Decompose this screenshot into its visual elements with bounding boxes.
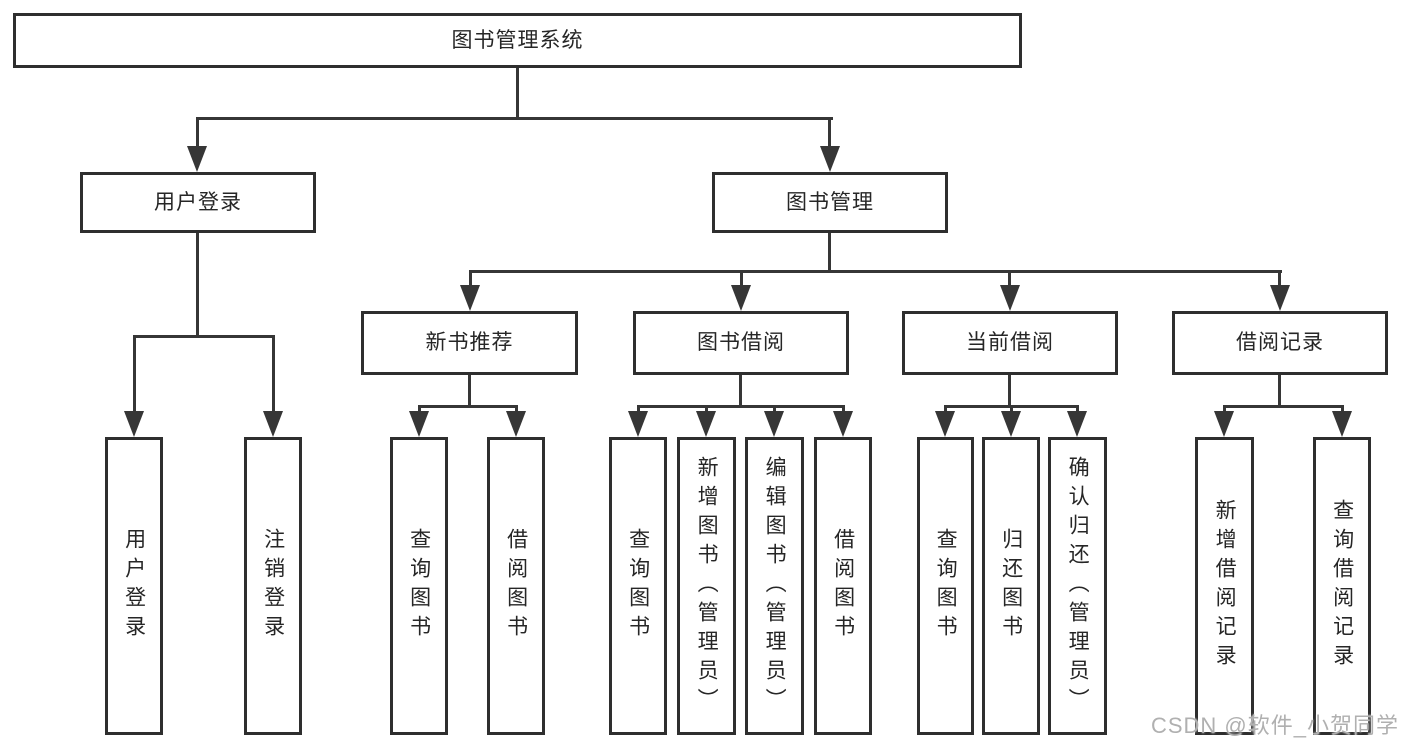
connector-line <box>469 270 1282 273</box>
leaf-current-query-books: 查询图书 <box>917 437 974 735</box>
leaf-label: 编辑图书（管理员） <box>763 455 787 717</box>
node-book-management: 图书管理 <box>712 172 948 233</box>
connector-line <box>1008 270 1011 286</box>
connector-line <box>1010 405 1013 413</box>
leaf-current-return-books: 归还图书 <box>982 437 1040 735</box>
leaf-records-add-record: 新增借阅记录 <box>1195 437 1254 735</box>
leaf-label: 确认归还（管理员） <box>1066 455 1090 717</box>
node-new-book-recommend: 新书推荐 <box>361 311 578 375</box>
arrowhead-down-icon <box>1000 285 1020 311</box>
arrowhead-down-icon <box>731 285 751 311</box>
connector-line <box>1223 405 1344 408</box>
leaf-label: 查询图书 <box>407 528 431 644</box>
leaf-label: 查询图书 <box>626 528 650 644</box>
leaf-label: 归还图书 <box>999 528 1023 644</box>
leaf-label: 新增借阅记录 <box>1213 499 1237 673</box>
connector-line <box>1008 375 1011 405</box>
connector-line <box>1076 405 1079 413</box>
connector-line <box>773 405 776 413</box>
node-root-library-system: 图书管理系统 <box>13 13 1022 68</box>
leaf-borrow-add-books-admin: 新增图书（管理员） <box>677 437 736 735</box>
arrowhead-down-icon <box>460 285 480 311</box>
connector-line <box>637 405 845 408</box>
leaf-label: 查询借阅记录 <box>1330 499 1354 673</box>
connector-line <box>842 405 845 413</box>
arrowhead-down-icon <box>820 146 840 172</box>
arrowhead-down-icon <box>409 411 429 437</box>
connector-line <box>705 405 708 413</box>
connector-line <box>739 375 742 405</box>
leaf-recommend-query-books: 查询图书 <box>390 437 448 735</box>
connector-line <box>196 117 833 120</box>
connector-line <box>418 405 518 408</box>
connector-line <box>469 270 472 286</box>
arrowhead-down-icon <box>1270 285 1290 311</box>
leaf-user-login: 用户登录 <box>105 437 163 735</box>
arrowhead-down-icon <box>1332 411 1352 437</box>
arrowhead-down-icon <box>506 411 526 437</box>
leaf-recommend-borrow-books: 借阅图书 <box>487 437 545 735</box>
arrowhead-down-icon <box>628 411 648 437</box>
node-book-borrowing: 图书借阅 <box>633 311 849 375</box>
leaf-logout: 注销登录 <box>244 437 302 735</box>
connector-line <box>272 335 275 412</box>
arrowhead-down-icon <box>1001 411 1021 437</box>
connector-line <box>1341 405 1344 413</box>
connector-line <box>133 335 275 338</box>
node-current-borrowing: 当前借阅 <box>902 311 1118 375</box>
connector-line <box>1278 375 1281 405</box>
arrowhead-down-icon <box>764 411 784 437</box>
arrowhead-down-icon <box>1214 411 1234 437</box>
connector-line <box>196 117 199 147</box>
arrowhead-down-icon <box>696 411 716 437</box>
connector-line <box>828 117 831 147</box>
arrowhead-down-icon <box>833 411 853 437</box>
connector-line <box>1278 270 1281 286</box>
arrowhead-down-icon <box>935 411 955 437</box>
connector-line <box>468 375 471 405</box>
arrowhead-down-icon <box>1067 411 1087 437</box>
arrowhead-down-icon <box>187 146 207 172</box>
csdn-watermark: CSDN @软件_小贺同学 <box>1150 713 1399 738</box>
connector-line <box>944 405 947 413</box>
arrowhead-down-icon <box>124 411 144 437</box>
connector-line <box>515 405 518 413</box>
connector-line <box>516 68 519 117</box>
connector-line <box>740 270 743 286</box>
connector-line <box>418 405 421 413</box>
leaf-label: 用户登录 <box>122 528 146 644</box>
leaf-borrow-query-books: 查询图书 <box>609 437 667 735</box>
leaf-label: 新增图书（管理员） <box>695 455 719 717</box>
leaf-borrow-edit-books-admin: 编辑图书（管理员） <box>745 437 804 735</box>
leaf-records-query-record: 查询借阅记录 <box>1313 437 1371 735</box>
leaf-label: 查询图书 <box>934 528 958 644</box>
connector-line <box>828 233 831 270</box>
connector-line <box>196 233 199 335</box>
leaf-label: 借阅图书 <box>504 528 528 644</box>
leaf-label: 注销登录 <box>261 528 285 644</box>
arrowhead-down-icon <box>263 411 283 437</box>
connector-line <box>133 335 136 412</box>
leaf-label: 借阅图书 <box>831 528 855 644</box>
node-user-login: 用户登录 <box>80 172 316 233</box>
leaf-current-confirm-return-admin: 确认归还（管理员） <box>1048 437 1107 735</box>
node-borrowing-records: 借阅记录 <box>1172 311 1388 375</box>
leaf-borrow-borrow-books: 借阅图书 <box>814 437 872 735</box>
connector-line <box>637 405 640 413</box>
connector-line <box>1223 405 1226 413</box>
